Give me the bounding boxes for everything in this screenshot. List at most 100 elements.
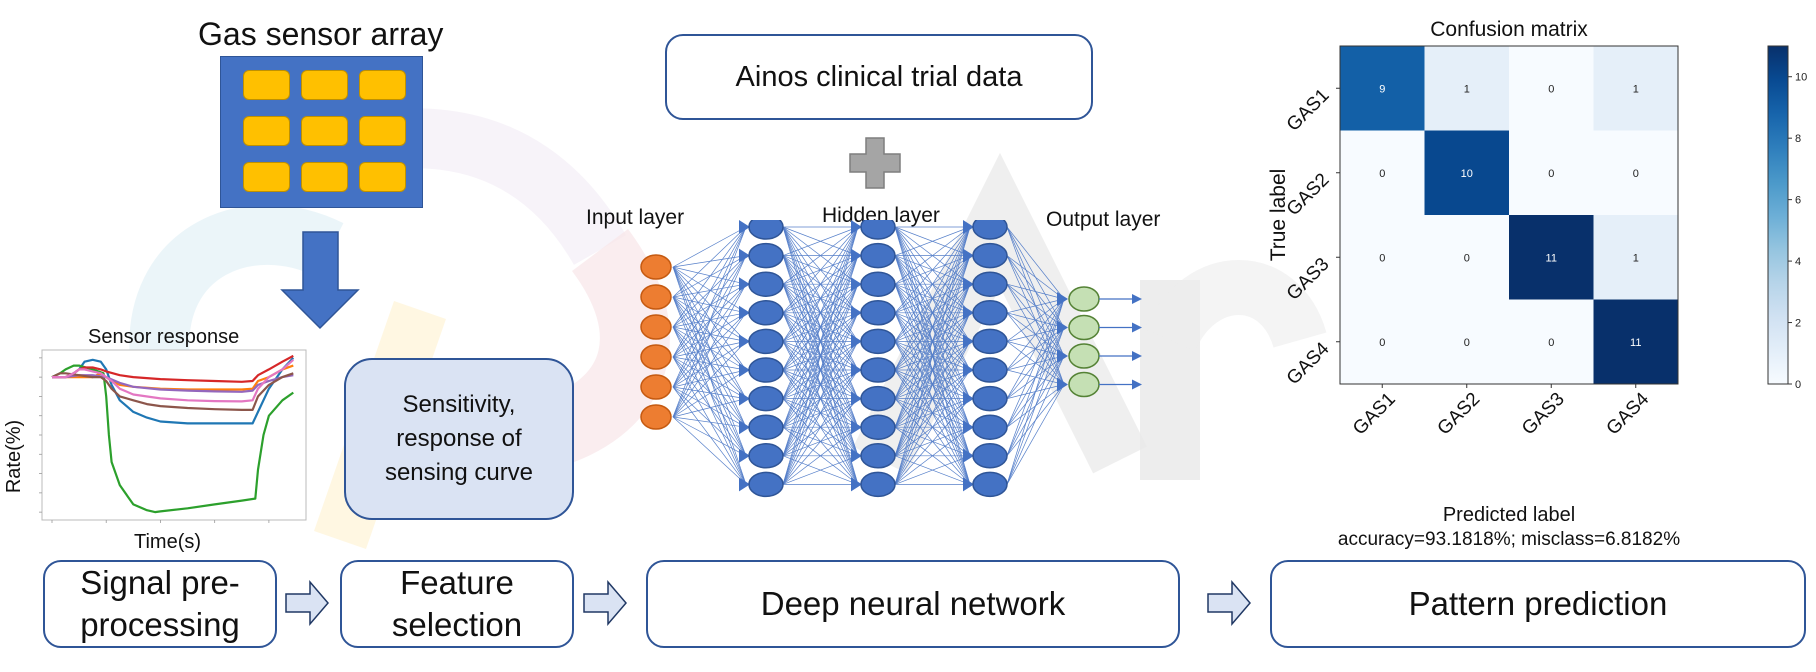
edge: [782, 284, 859, 485]
cm-frame: [1339, 45, 1679, 385]
arrowhead: [739, 220, 750, 234]
edge: [672, 226, 747, 418]
edge: [672, 255, 747, 298]
edge: [672, 312, 747, 418]
x-tick-label: GAS2: [1434, 389, 1485, 440]
hidden-node: [748, 271, 784, 297]
edge: [782, 312, 859, 485]
edge: [1006, 298, 1065, 371]
cm-cell: [1593, 130, 1678, 215]
hidden-node: [972, 328, 1008, 355]
edge: [894, 369, 971, 485]
edge: [672, 266, 747, 371]
edge: [672, 296, 747, 456]
edge: [782, 226, 859, 456]
cm-cell: [1593, 46, 1678, 131]
y-tick-label: GAS4: [1283, 338, 1334, 389]
edge: [672, 226, 747, 388]
input-node: [640, 314, 672, 340]
arrowhead: [1057, 349, 1068, 363]
y-tick-label: GAS1: [1283, 85, 1334, 136]
edge: [672, 386, 747, 457]
arrowhead: [963, 363, 974, 377]
down-arrow-icon: [280, 231, 360, 330]
arrowhead: [963, 391, 974, 406]
arrowhead: [851, 420, 862, 435]
sensor-plot-ylabel: Rate(%): [3, 419, 26, 494]
edge: [672, 356, 747, 428]
edge: [782, 226, 859, 371]
flow-arrow-icon: [1207, 580, 1251, 627]
cm-cell-value: 10: [1461, 168, 1473, 180]
edge: [672, 326, 747, 485]
edge: [672, 312, 747, 358]
edge: [1006, 327, 1065, 485]
sensor-element: [301, 116, 348, 146]
edge: [672, 266, 747, 342]
edge: [894, 226, 971, 428]
edge: [894, 312, 971, 485]
edge: [672, 369, 747, 388]
edge: [894, 455, 971, 485]
colorbar-tick-label: 10: [1795, 72, 1807, 84]
edge: [672, 326, 747, 399]
callout-line-2: response of: [396, 425, 522, 452]
edge: [672, 266, 747, 285]
cm-cell: [1509, 46, 1594, 131]
sensor-element: [359, 162, 406, 192]
edge: [672, 326, 747, 342]
hidden-node: [748, 220, 784, 240]
edge: [1006, 283, 1065, 300]
edge: [782, 255, 859, 485]
edge: [1006, 226, 1065, 300]
cm-cell-value: 0: [1379, 168, 1385, 180]
clinical-data-label: Ainos clinical trial data: [735, 60, 1023, 93]
hidden-node: [860, 271, 896, 297]
edge: [1006, 298, 1065, 342]
edge: [672, 226, 747, 328]
cm-cell: [1340, 215, 1425, 300]
sensor-element: [243, 70, 290, 100]
hidden-node: [972, 300, 1008, 326]
edge: [894, 226, 971, 342]
hidden-node: [748, 414, 784, 440]
network-edges: [672, 226, 1065, 485]
sensor-array-board: [220, 56, 423, 208]
sensor-element: [359, 116, 406, 146]
arrowhead: [739, 477, 750, 492]
edge: [672, 283, 747, 298]
cm-cell-value: 1: [1464, 83, 1470, 95]
edge: [782, 226, 859, 342]
edge: [1006, 298, 1065, 314]
edge: [1006, 384, 1065, 485]
arrowhead: [963, 420, 974, 435]
edge: [672, 398, 747, 418]
sensor-element: [301, 162, 348, 192]
edge: [672, 356, 747, 399]
cm-cell-value: 9: [1379, 83, 1385, 95]
colorbar: [1767, 45, 1789, 385]
series-line-pink: [52, 358, 295, 403]
edge: [672, 296, 747, 399]
edge: [672, 296, 747, 371]
arrowhead: [963, 334, 974, 349]
edge: [1006, 355, 1065, 485]
input-layer-label: Input layer: [586, 206, 685, 229]
sensor-response-plot: [39, 349, 307, 523]
edge: [894, 226, 971, 485]
input-node: [640, 284, 672, 310]
edge: [782, 226, 859, 399]
edge: [672, 416, 747, 457]
arrowhead: [963, 220, 974, 234]
sensor-plot-title: Sensor response: [88, 326, 240, 348]
output-layer-label: Output layer: [1046, 208, 1161, 231]
cm-cell: [1340, 130, 1425, 215]
cm-cell-value: 1: [1633, 252, 1639, 264]
edge: [672, 386, 747, 428]
edge: [782, 455, 859, 485]
stage-1-line-2: processing: [80, 606, 240, 643]
arrowhead: [963, 277, 974, 292]
stage-4-label: Pattern prediction: [1408, 585, 1668, 622]
cm-cell: [1424, 215, 1509, 300]
edge: [894, 226, 971, 399]
